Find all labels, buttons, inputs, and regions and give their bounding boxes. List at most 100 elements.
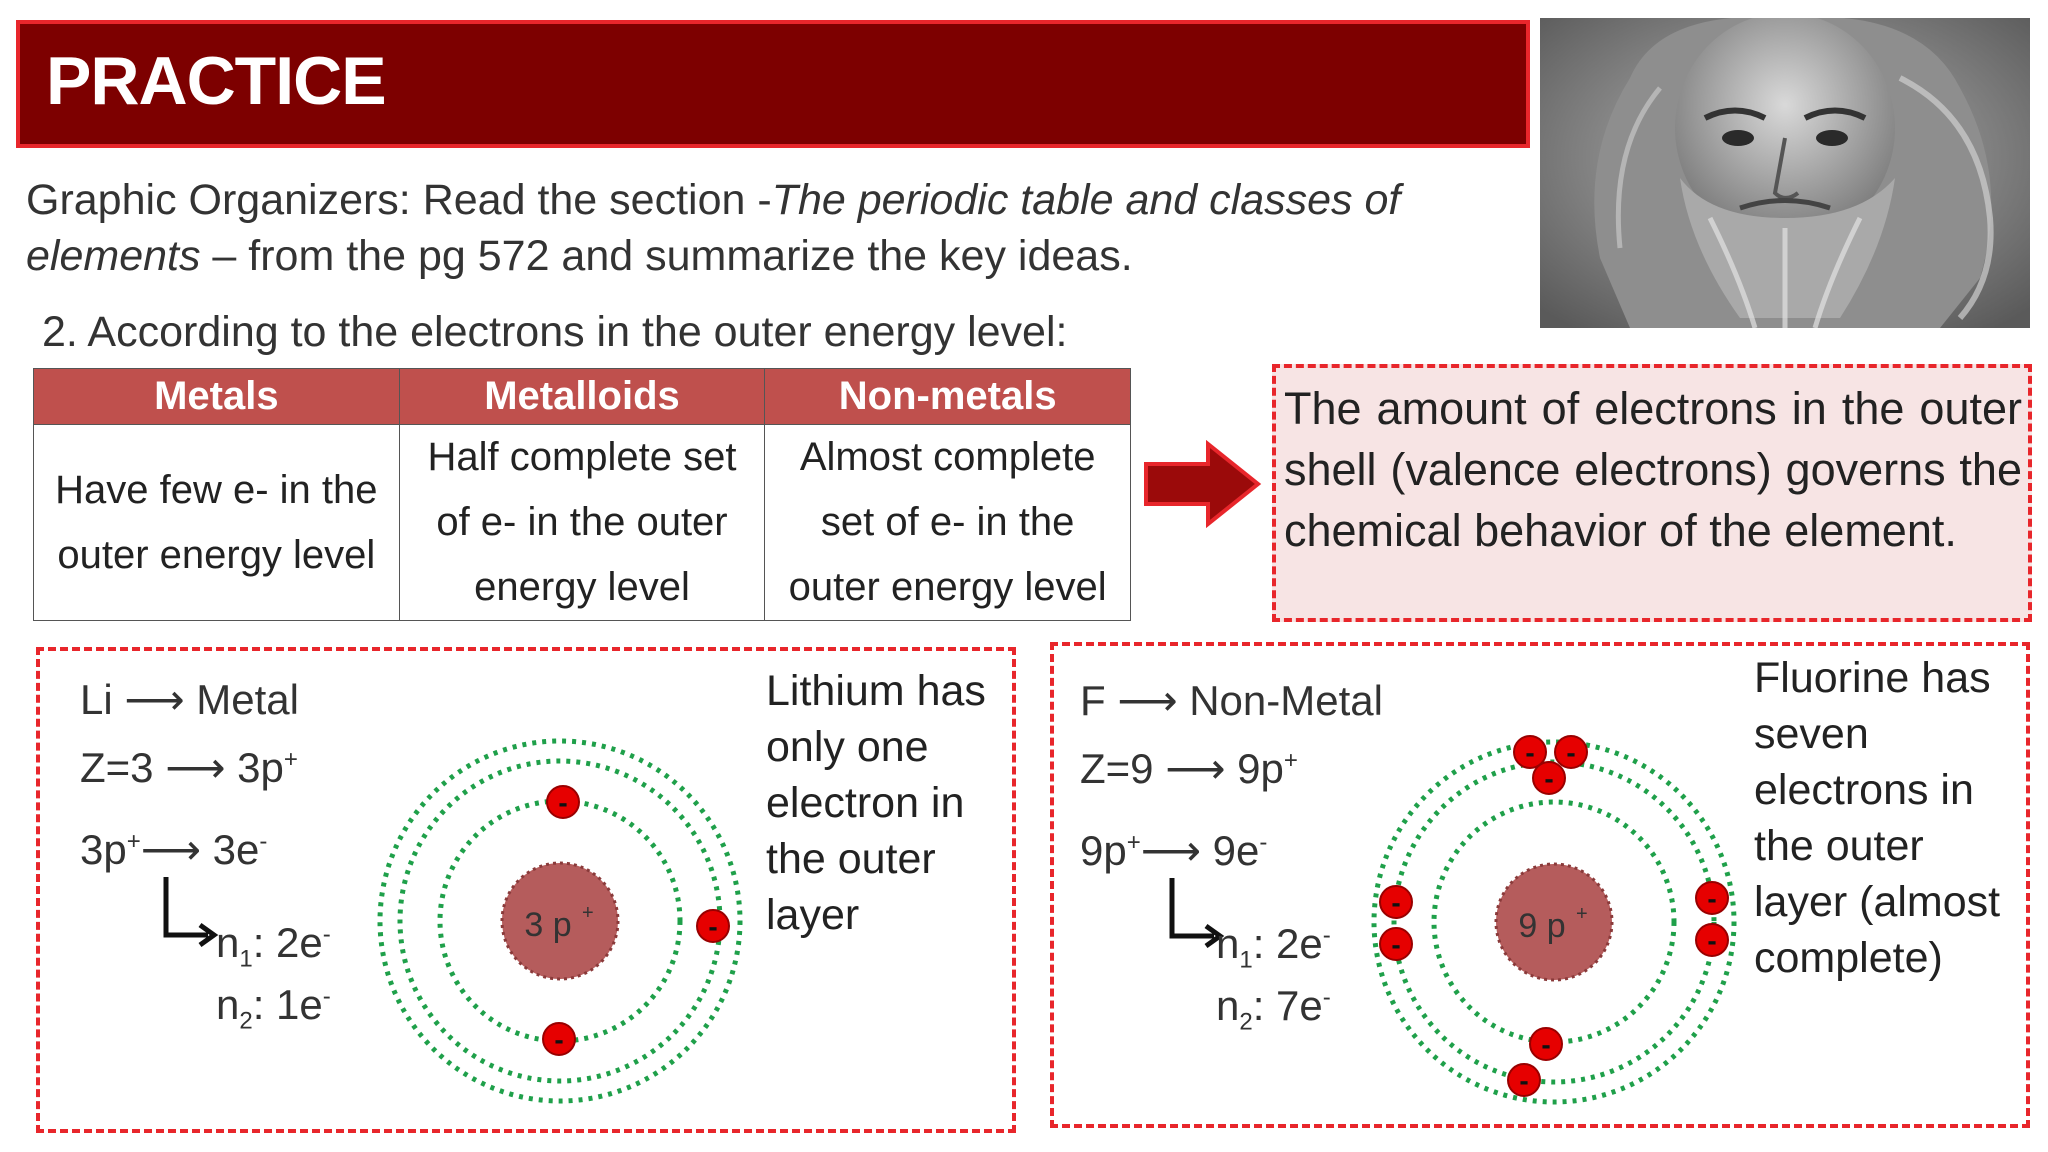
electron-sign: - [1391,887,1400,918]
electron-sign: - [1519,1065,1528,1096]
lithium-atomic-number: Z=3 ⟶ 3p+ [80,743,298,792]
cell-line: Almost complete [799,435,1096,479]
n1-value: : 2e [252,919,323,966]
intro-text-end: – from the pg 572 and summarize the key … [200,232,1133,280]
cell-line: set of e- in the [820,500,1075,544]
cell-line: energy level [474,565,690,609]
desc-line: the outer [766,835,936,883]
z-sup: + [283,746,298,773]
electron: - [1529,1027,1563,1061]
desc-line: only one [766,723,929,771]
electron: - [1379,885,1413,919]
desc-line: layer [766,891,860,939]
electron-sign: - [708,911,717,942]
fluorine-description: Fluorine has seven electrons in the oute… [1754,650,2000,986]
fluorine-atomic-number: Z=9 ⟶ 9p+ [1080,744,1298,793]
portrait-photo [1540,18,2030,328]
e-sup: + [126,828,141,855]
n2-label: n [1216,982,1240,1029]
intro-italic-title: The periodic table and classes of [771,176,1401,224]
nucleus-label: 3 p [524,906,571,944]
e-text-a: 9p [1080,827,1127,874]
desc-line: the outer [1754,822,1924,870]
column-header-metals: Metals [33,368,400,425]
z-text: Z=3 ⟶ 3p [80,744,284,791]
right-arrow-icon [1144,440,1262,528]
inner-orbit [1431,799,1677,1045]
intro-text-start: Graphic Organizers: Read the section - [26,176,772,224]
cell-line: Have few e- in the [55,467,378,512]
summary-text: The amount of electrons in the outer she… [1284,383,2022,556]
n2-sup: - [322,983,331,1010]
subheading: 2. According to the electrons in the out… [42,308,1068,356]
n1-label: n [1216,920,1240,967]
desc-line: Fluorine has [1754,654,1991,702]
n2-label: n [216,981,240,1028]
outer-orbit [377,738,743,1104]
intro-italic-title-cont: elements [26,232,201,280]
title-bar: PRACTICE [16,20,1530,148]
cell-line: outer energy level [788,565,1107,609]
desc-line: layer (almost [1754,878,2001,926]
fluorine-shell-2: n2: 7e- [1216,982,1331,1034]
table-row: Have few e- in the outer energy level Ha… [33,424,1131,621]
electron-sign: - [1707,883,1716,914]
lithium-panel: Li ⟶ Metal Z=3 ⟶ 3p+ 3p+⟶ 3e- n1: 2e- n2… [36,647,1016,1133]
z-text: Z=9 ⟶ 9p [1080,745,1284,792]
n1-label: n [216,919,240,966]
lithium-description: Lithium has only one electron in the out… [766,663,986,943]
n2-value: : 1e [252,981,323,1028]
e-text-a: 3p [80,826,127,873]
fluorine-heading: F ⟶ Non-Metal [1080,677,1383,724]
page-title: PRACTICE [46,43,387,119]
portrait-illustration [1540,18,2030,328]
desc-line: electron in [766,779,965,827]
lithium-shell-1: n1: 2e- [216,919,331,971]
electron-sign: - [1525,737,1534,768]
electron-sign: - [558,787,567,818]
outer-orbit [1371,739,1737,1105]
e-sup2: - [259,828,268,855]
electron-sign: - [1544,763,1553,794]
nucleus-sup: + [1576,903,1588,925]
electron: - [1507,1063,1541,1097]
z-sup: + [1283,747,1298,774]
fluorine-shell-1: n1: 2e- [1216,920,1331,972]
e-sup: + [1126,829,1141,856]
elbow-arrow-icon [163,877,219,947]
column-header-metalloids: Metalloids [398,368,766,425]
electron-sign: - [1541,1029,1550,1060]
fluorine-electron-count: 9p+⟶ 9e- [1080,826,1267,875]
n2-sub: 2 [239,1007,253,1035]
table-header-row: Metals Metalloids Non-metals [33,368,1131,425]
nucleus-sup: + [582,902,594,924]
summary-callout: The amount of electrons in the outer she… [1272,364,2032,622]
desc-line: Lithium has [766,667,986,715]
lithium-shell-2: n2: 1e- [216,981,331,1033]
intro-paragraph: Graphic Organizers: Read the section -Th… [26,172,1506,284]
electron: - [1379,927,1413,961]
nucleus [500,861,620,981]
electron: - [546,785,580,819]
nucleus-label: 9 p [1518,907,1565,945]
element-classes-table: Metals Metalloids Non-metals Have few e-… [33,368,1131,621]
n2-value: : 7e [1252,982,1323,1029]
electron: - [696,909,730,943]
e-text-b: ⟶ 3e [140,826,260,873]
cell-metals: Have few e- in the outer energy level [33,424,400,621]
desc-line: complete) [1754,934,1943,982]
inner-orbit [437,798,683,1044]
electron: - [1695,881,1729,915]
electron-sign: - [1391,929,1400,960]
fluorine-panel: F ⟶ Non-Metal Z=9 ⟶ 9p+ 9p+⟶ 9e- n1: 2e-… [1050,642,2030,1128]
electron: - [1513,735,1547,769]
electron: - [1532,761,1566,795]
electron: - [1695,923,1729,957]
cell-line: of e- in the outer [436,500,728,544]
nucleus [1494,862,1614,982]
fluorine-atom-diagram: 9 p + - - - - - - - [1371,735,1737,1105]
n1-sup: - [1322,922,1331,949]
n1-sub: 1 [239,945,253,973]
electron: - [542,1022,576,1056]
desc-line: electrons in [1754,766,1974,814]
